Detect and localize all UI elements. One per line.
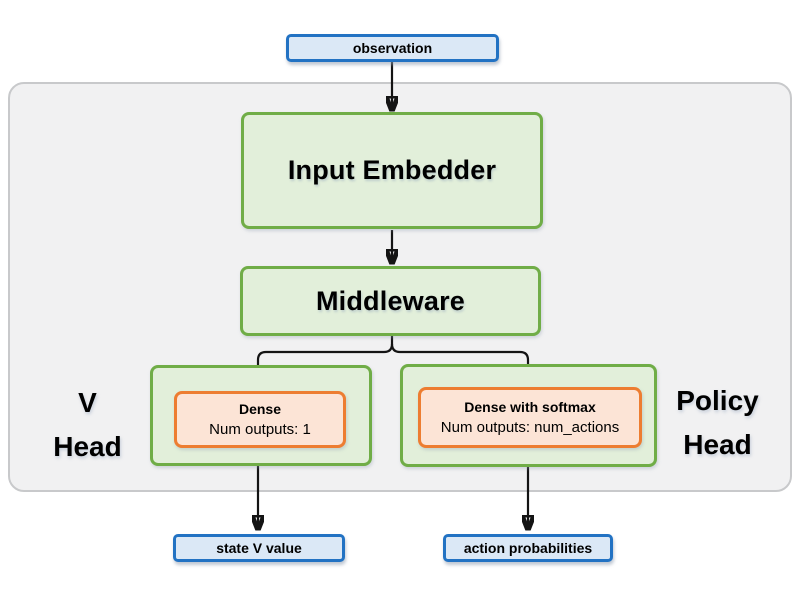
node-observation: observation	[286, 34, 499, 62]
v-head-title: V Head	[25, 380, 150, 470]
policy-head-dense-title: Dense with softmax	[464, 399, 596, 415]
node-middleware: Middleware	[240, 266, 541, 336]
node-input-embedder-label: Input Embedder	[287, 155, 497, 185]
node-observation-label: observation	[352, 40, 433, 56]
v-head-dense-title: Dense	[238, 401, 282, 417]
policy-head-title: Policy Head	[655, 378, 780, 468]
node-action-probabilities: action probabilities	[443, 534, 613, 562]
policy-head-title-line1: Policy	[676, 385, 759, 416]
node-state-v-value-label: state V value	[216, 540, 302, 556]
v-head-title-line2: Head	[53, 431, 122, 462]
v-head-title-line1: V	[78, 387, 97, 418]
policy-head-dense-subtitle: Num outputs: num_actions	[440, 419, 620, 436]
node-input-embedder: Input Embedder	[241, 112, 543, 229]
node-state-v-value: state V value	[173, 534, 345, 562]
node-middleware-label: Middleware	[315, 285, 466, 316]
v-head-dense-subtitle: Num outputs: 1	[209, 421, 311, 438]
policy-head-title-line2: Head	[683, 429, 752, 460]
policy-head-dense-node: Dense with softmax Num outputs: num_acti…	[418, 387, 642, 448]
v-head-dense-node: Dense Num outputs: 1	[174, 391, 346, 448]
node-action-probabilities-label: action probabilities	[463, 540, 593, 556]
